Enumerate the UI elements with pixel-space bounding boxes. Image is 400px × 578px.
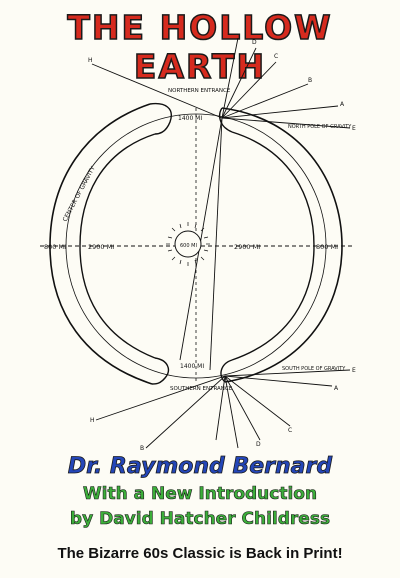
intro-line-2: by David Hatcher Childress <box>69 509 331 530</box>
tagline: The Bizarre 60s Classic is Back in Print… <box>57 545 343 562</box>
northern-entrance-label: NORTHERN ENTRANCE <box>168 88 231 94</box>
north-rays <box>91 37 351 371</box>
bottom-distance-label: 1400 MI <box>180 363 204 370</box>
left-inner-label: 2900 MI <box>88 243 114 251</box>
ray-label-a-bottom: A <box>334 385 339 392</box>
ray-label-d-top: D <box>252 39 257 46</box>
south-pole-label: SOUTH POLE OF GRAVITY <box>282 366 346 372</box>
ray-label-h-top: H <box>88 57 93 64</box>
ray-label-b-bottom: B <box>140 445 144 452</box>
ray-label-a-top: A <box>340 101 345 108</box>
book-author: Dr. Raymond Bernard <box>67 454 333 480</box>
ray-label-e-bottom: E <box>352 367 356 374</box>
ray-label-c-top: C <box>274 53 278 60</box>
left-shell-label: 800 MI <box>44 243 66 251</box>
central-sun-icon: 600 MI <box>166 222 210 266</box>
book-title: THE HOLLOW EARTH <box>67 7 333 87</box>
ray-label-e-top: E <box>352 125 356 132</box>
ray-label-c-bottom: C <box>288 427 292 434</box>
south-rays <box>95 369 351 449</box>
inner-shell-left <box>79 133 156 359</box>
intro-line-1: With a New Introduction <box>82 484 318 505</box>
right-shell-label: 800 MI <box>316 243 338 251</box>
sun-label: 600 MI <box>180 243 197 249</box>
right-inner-label: 2900 MI <box>234 243 260 251</box>
southern-entrance-label: SOUTHERN ENTRANCE <box>170 386 233 392</box>
ray-label-h-bottom: H <box>90 417 95 424</box>
top-distance-label: 1400 MI <box>178 115 202 122</box>
north-pole-label: NORTH POLE OF GRAVITY <box>288 124 352 130</box>
hollow-earth-diagram: H D C B A E H B D C A E NORTHERN ENTRANC… <box>40 37 356 452</box>
ray-label-d-bottom: D <box>256 441 261 448</box>
ray-label-b-top: B <box>308 77 312 84</box>
